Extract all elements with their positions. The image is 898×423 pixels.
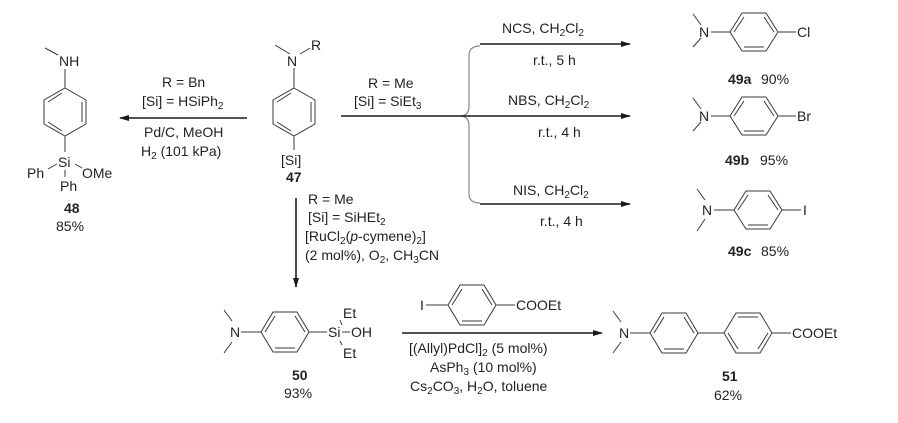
reagent-NBS: NBS, CH2Cl2 [508, 92, 590, 111]
condition-silyl: [Si] = SiHEt2 [308, 209, 386, 228]
yield: 90% [761, 71, 789, 87]
atom-N: N [702, 202, 712, 218]
atom-Si: Si [328, 324, 340, 340]
phenyl-2: Ph [60, 178, 77, 194]
bromine: Br [797, 108, 811, 124]
compound-label: 48 [64, 200, 80, 216]
silyl-group: [Si] [281, 152, 301, 168]
atom-Si: Si [58, 154, 70, 170]
yield: 95% [760, 152, 788, 168]
condition-silyl: [Si] = SiEt3 [354, 93, 422, 112]
yield: 62% [714, 387, 742, 403]
compound-49a: N Cl 49a 90% [692, 12, 810, 87]
yield: 85% [56, 218, 84, 234]
condition-silyl: [Si] = HSiPh2 [142, 93, 224, 112]
condition-hydrogen: H2 (101 kPa) [141, 143, 221, 162]
atom-N: N [287, 53, 297, 69]
compound-label: 49a [728, 71, 752, 87]
chlorine: Cl [797, 24, 810, 40]
compound-50: N Si OH Et Et 50 93% [223, 305, 372, 401]
compound-label: 47 [286, 169, 302, 185]
yield: 85% [761, 243, 789, 259]
hydroxyl: OH [351, 324, 372, 340]
phenyl-1: Ph [27, 165, 44, 181]
condition-49c: r.t., 4 h [540, 213, 583, 229]
ethyl-2: Et [343, 345, 356, 361]
benzene-ring [272, 87, 316, 137]
condition-49a: r.t., 5 h [533, 52, 576, 68]
atom-N: N [619, 325, 629, 341]
compound-49b: N Br 49b 95% [692, 96, 811, 168]
ester-group: COOEt [516, 297, 561, 313]
condition-oxidant: (2 mol%), O2, CH3CN [305, 247, 439, 266]
compound-47: N R [Si] 47 [272, 37, 321, 185]
condition-base-solvent: Cs2CO3, H2O, toluene [410, 378, 548, 397]
condition-R-Me: R = Me [308, 191, 354, 207]
methoxy: OMe [82, 165, 113, 181]
iodine: I [803, 202, 807, 218]
condition-ru-catalyst: [RuCl2(p-cymene)2] [305, 228, 426, 247]
condition-R-Me: R = Me [368, 75, 414, 91]
atom-N: N [699, 24, 709, 40]
condition-pd-catalyst: [(Allyl)PdCl]2 (5 mol%) [409, 340, 548, 359]
compound-label: 49c [728, 243, 752, 259]
branch-brace [459, 45, 481, 204]
ethyl-1: Et [343, 305, 356, 321]
amine-NH: NH [59, 53, 79, 69]
yield: 93% [284, 385, 312, 401]
atom-N: N [699, 108, 709, 124]
compound-label: 50 [292, 367, 308, 383]
compound-label: 49b [725, 152, 749, 168]
compound-label: 51 [722, 368, 738, 384]
condition-R-Bn: R = Bn [162, 74, 205, 90]
coupling-partner: I COOEt [420, 284, 561, 326]
atom-N: N [230, 324, 240, 340]
ester-group: COOEt [792, 325, 837, 341]
condition-ligand: AsPh3 (10 mol%) [430, 359, 537, 378]
compound-49c: N I 49c 85% [696, 188, 807, 259]
condition-49b: r.t., 4 h [538, 124, 581, 140]
reagent-NCS: NCS, CH2Cl2 [502, 20, 584, 39]
atom-R: R [311, 37, 321, 53]
compound-48: NH Si Ph OMe Ph 48 85% [27, 47, 113, 234]
compound-51: N COOEt 51 62% [612, 310, 837, 403]
iodine: I [420, 297, 424, 313]
reagent-NIS: NIS, CH2Cl2 [513, 182, 589, 201]
condition-catalyst: Pd/C, MeOH [144, 124, 223, 140]
